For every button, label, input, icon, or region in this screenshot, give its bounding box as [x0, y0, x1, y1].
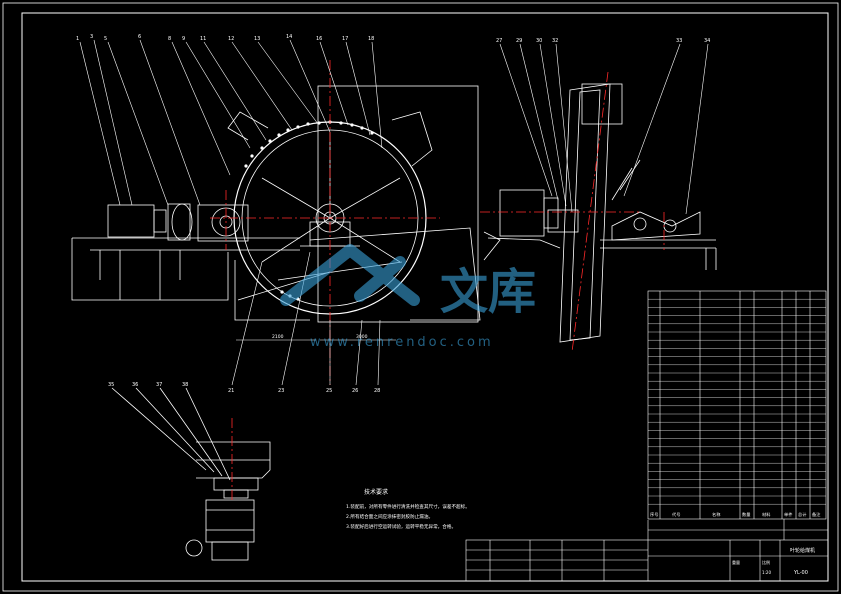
svg-text:33: 33 — [676, 38, 682, 44]
svg-text:26: 26 — [352, 388, 358, 394]
svg-text:8: 8 — [168, 36, 171, 42]
dim-right: 3000 — [356, 334, 368, 340]
svg-text:21: 21 — [228, 388, 234, 394]
svg-text:13: 13 — [254, 36, 260, 42]
parts-list-header: 序号 代号 名称 数量 材料 单件 总计 备注 — [650, 511, 821, 518]
svg-text:12: 12 — [228, 36, 234, 42]
front-view — [71, 85, 481, 323]
svg-text:28: 28 — [374, 388, 380, 394]
tech-note-line-3: 3.装配好后进行空运转试验，运转平稳无异常，合格。 — [346, 523, 456, 530]
bom-col-header: 序号 — [650, 511, 658, 518]
svg-text:5: 5 — [104, 36, 107, 42]
watermark-brand-text: 文库 — [440, 264, 536, 320]
ratio-label: 比例 — [762, 559, 770, 565]
detail-view — [111, 387, 271, 561]
bom-col-header: 单件 — [784, 511, 792, 518]
hopper-outline — [317, 85, 479, 323]
motor — [107, 204, 155, 238]
tech-notes: 技术要求 1.装配前，对所有零件进行清洗并检查其尺寸，误差不超标。 2.所有结合… — [346, 488, 470, 530]
bom-col-header: 代号 — [672, 511, 680, 518]
parts-list-rows — [648, 299, 826, 505]
side-view — [483, 83, 717, 343]
watermark-url-text: www.renrendoc.com — [310, 335, 494, 350]
svg-text:38: 38 — [182, 382, 188, 388]
inner-frame — [21, 12, 829, 582]
centerlines-side — [480, 71, 665, 353]
bom-col-header: 总计 — [798, 511, 806, 518]
bom-col-header: 数量 — [742, 511, 750, 518]
svg-text:18: 18 — [368, 36, 374, 42]
title-block — [465, 519, 829, 582]
weight-label: 重量 — [732, 559, 740, 565]
leaders-front — [79, 39, 383, 386]
svg-text:6: 6 — [138, 34, 141, 40]
balloon-numbers-side: 27 29 30 32 33 34 — [496, 38, 710, 44]
drawing-name: 叶轮给煤机 — [790, 547, 815, 554]
svg-text:23: 23 — [278, 388, 284, 394]
svg-text:3: 3 — [90, 34, 93, 40]
svg-text:11: 11 — [200, 36, 206, 42]
svg-text:9: 9 — [182, 36, 185, 42]
svg-text:34: 34 — [704, 38, 710, 44]
svg-text:30: 30 — [536, 38, 542, 44]
watermark-logo-icon — [280, 244, 420, 306]
bom-col-header: 备注 — [812, 511, 821, 518]
tech-note-line-1: 1.装配前，对所有零件进行清洗并检查其尺寸，误差不超标。 — [346, 503, 470, 510]
leaders-side — [499, 43, 709, 215]
bom-col-header: 名称 — [712, 511, 720, 518]
tech-note-line-2: 2.所有结合面之间应涂抹密封胶防止漏油。 — [346, 513, 433, 520]
parts-list — [647, 290, 827, 520]
svg-text:27: 27 — [496, 38, 502, 44]
svg-text:25: 25 — [326, 388, 332, 394]
svg-text:16: 16 — [316, 36, 322, 42]
tech-notes-title: 技术要求 — [364, 488, 388, 496]
svg-text:17: 17 — [342, 36, 348, 42]
svg-text:35: 35 — [108, 382, 114, 388]
svg-text:36: 36 — [132, 382, 138, 388]
dim-left: 2100 — [272, 334, 284, 340]
svg-text:1: 1 — [76, 36, 79, 42]
balloon-numbers-detail: 35 36 37 38 — [108, 382, 188, 388]
svg-text:32: 32 — [552, 38, 558, 44]
svg-text:29: 29 — [516, 38, 522, 44]
svg-text:37: 37 — [156, 382, 162, 388]
drawing-number: YL-00 — [793, 570, 808, 576]
bom-col-header: 材料 — [762, 511, 771, 518]
title-block-text: 叶轮给煤机 YL-00 重量 比例 1:20 — [732, 547, 815, 576]
reducer — [197, 204, 249, 242]
watermark: 文库 www.renrendoc.com — [280, 244, 536, 350]
ratio-value: 1:20 — [762, 570, 771, 575]
svg-text:14: 14 — [286, 34, 292, 40]
